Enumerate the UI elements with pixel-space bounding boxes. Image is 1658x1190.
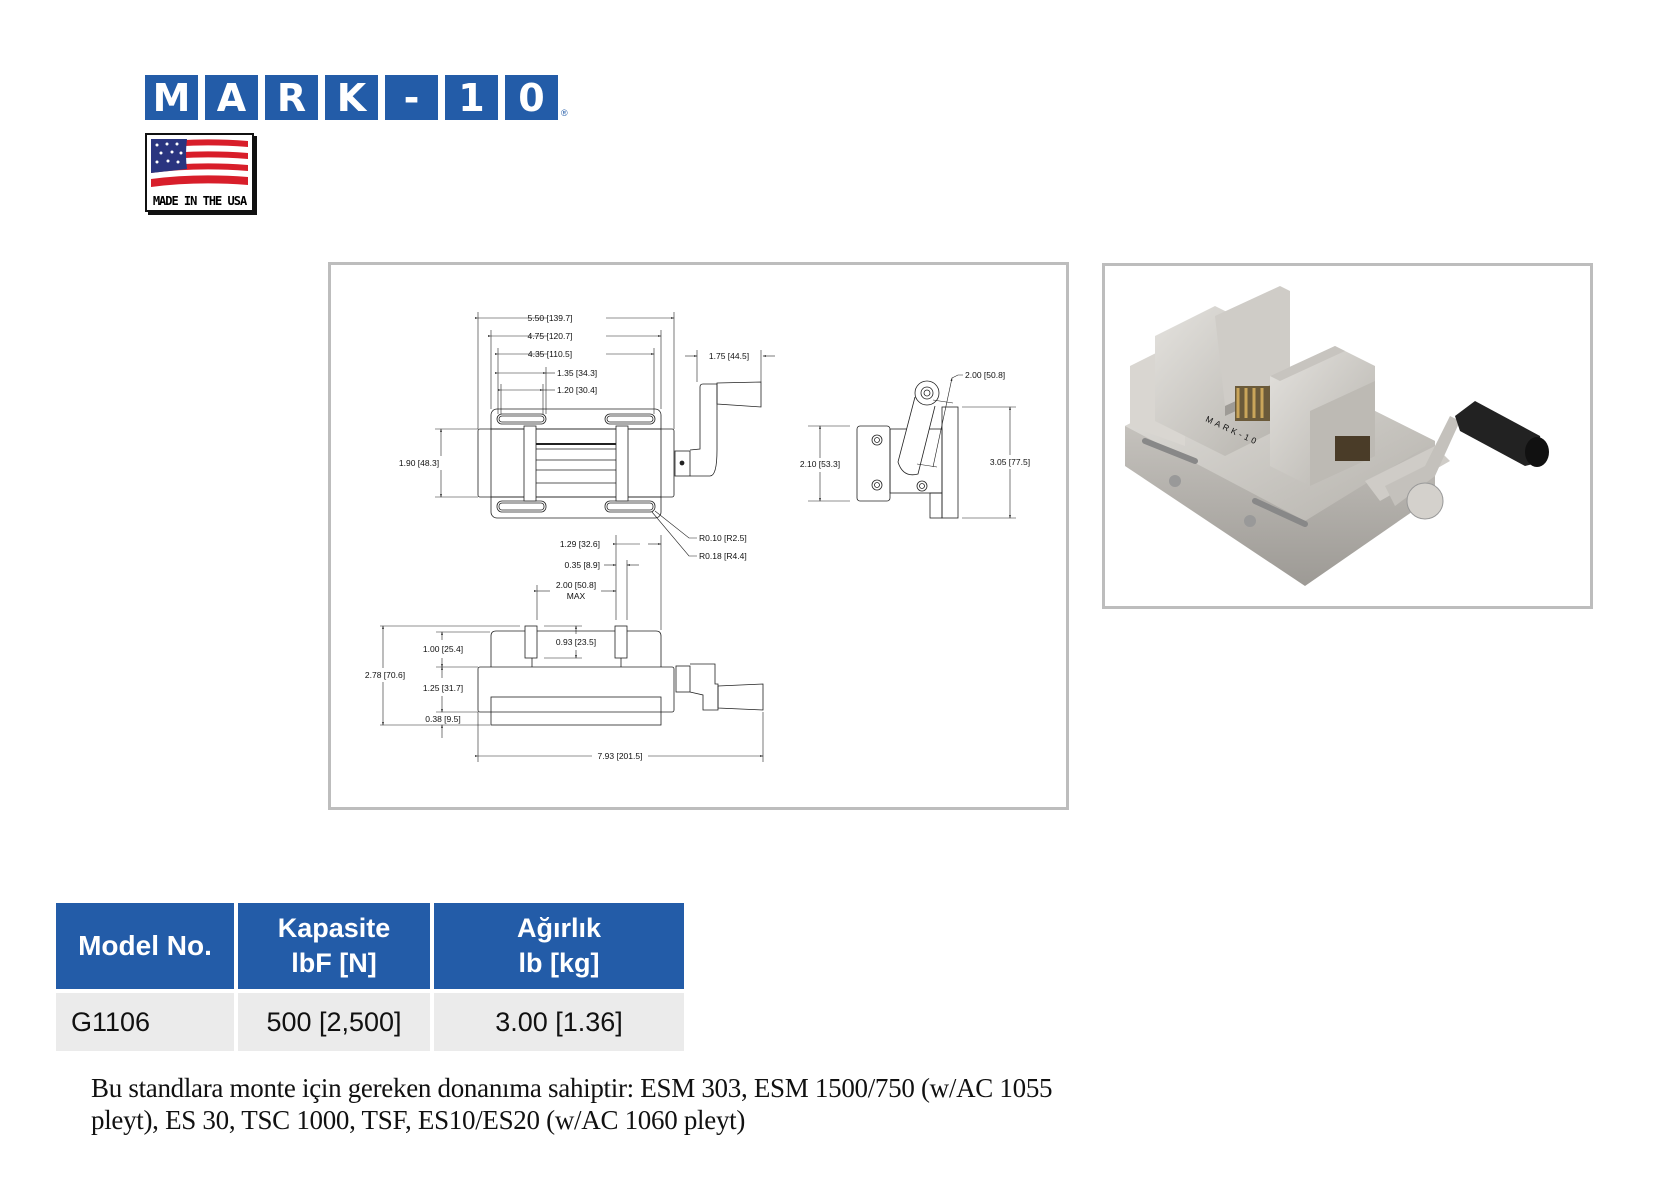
header-weight: Ağırlık lb [kg] xyxy=(432,903,684,991)
side-view xyxy=(856,380,959,519)
logo-letter: K xyxy=(325,75,378,120)
header-label: Ağırlık xyxy=(516,912,602,943)
product-photo-frame: MARK-10 xyxy=(1102,263,1593,609)
dim-2-00-max: 2.00 [50.8] xyxy=(556,580,596,590)
logo-letter: M xyxy=(145,75,198,120)
dim-1-25: 1.25 [31.7] xyxy=(423,683,463,693)
cell-model: G1106 xyxy=(56,989,238,1051)
dim-3-05: 3.05 [77.5] xyxy=(990,457,1030,467)
header-label: Kapasite xyxy=(277,912,391,943)
dim-0-35: 0.35 [8.9] xyxy=(565,560,600,570)
logo-letter: - xyxy=(385,75,438,120)
header-model-no: Model No. xyxy=(56,903,238,991)
dim-1-35: 1.35 [34.3] xyxy=(557,368,597,378)
front-view xyxy=(477,625,764,726)
dim-5-50: 5.50 [139.7] xyxy=(528,313,573,323)
dim-1-20: 1.20 [30.4] xyxy=(557,385,597,395)
vise-product-photo: MARK-10 xyxy=(1125,286,1549,586)
registered-mark: ® xyxy=(561,108,568,118)
dim-0-38: 0.38 [9.5] xyxy=(425,714,460,724)
compatibility-note: Bu standlara monte için gereken donanıma… xyxy=(91,1073,1053,1135)
dim-4-35: 4.35 [110.5] xyxy=(528,349,572,359)
dim-1-75: 1.75 [44.5] xyxy=(709,351,749,361)
table-header-row: Model No. Kapasite lbF [N] Ağırlık lb [kg] xyxy=(56,903,684,991)
dimension-drawing: 5.50 [139.7] 4.75 [120.7] 4.35 [110.5] 1… xyxy=(365,312,1030,762)
dim-2-78: 2.78 [70.6] xyxy=(365,670,405,680)
dim-1-29: 1.29 [32.6] xyxy=(560,539,600,549)
dim-max-label: MAX xyxy=(567,591,586,601)
top-view xyxy=(477,381,762,519)
dim-7-93: 7.93 [201.5] xyxy=(598,751,643,761)
logo-letter: A xyxy=(205,75,258,120)
table-row: G1106 500 [2,500] 3.00 [1.36] xyxy=(56,989,684,1051)
dim-0-93: 0.93 [23.5] xyxy=(556,637,596,647)
made-in-usa-badge: MADE IN THE USA xyxy=(145,133,254,212)
dim-1-00: 1.00 [25.4] xyxy=(423,644,463,654)
dim-r0-18: R0.18 [R4.4] xyxy=(699,551,747,561)
specs-table: Model No. Kapasite lbF [N] Ağırlık lb [kg]… xyxy=(56,903,684,1051)
header-label: Model No. xyxy=(78,929,212,961)
dim-2-10: 2.10 [53.3] xyxy=(800,459,840,469)
dim-r0-10: R0.10 [R2.5] xyxy=(699,533,747,543)
cell-capacity: 500 [2,500] xyxy=(236,989,434,1051)
dim-1-90: 1.90 [48.3] xyxy=(399,458,439,468)
usa-flag-icon xyxy=(151,139,248,187)
badge-text: MADE IN THE USA xyxy=(152,194,247,208)
logo-letter: R xyxy=(265,75,318,120)
logo-letter: 0 xyxy=(505,75,558,120)
cell-weight: 3.00 [1.36] xyxy=(432,989,684,1051)
technical-drawing-frame: 5.50 [139.7] 4.75 [120.7] 4.35 [110.5] 1… xyxy=(328,262,1069,810)
logo-letter: 1 xyxy=(445,75,498,120)
dim-side-2-00: 2.00 [50.8] xyxy=(965,370,1005,380)
header-capacity: Kapasite lbF [N] xyxy=(236,903,434,991)
header-unit: lbF [N] xyxy=(291,948,377,978)
dim-4-75: 4.75 [120.7] xyxy=(528,331,573,341)
mark-10-logo: M A R K - 1 0 ® xyxy=(145,75,568,120)
header-unit: lb [kg] xyxy=(518,948,600,978)
